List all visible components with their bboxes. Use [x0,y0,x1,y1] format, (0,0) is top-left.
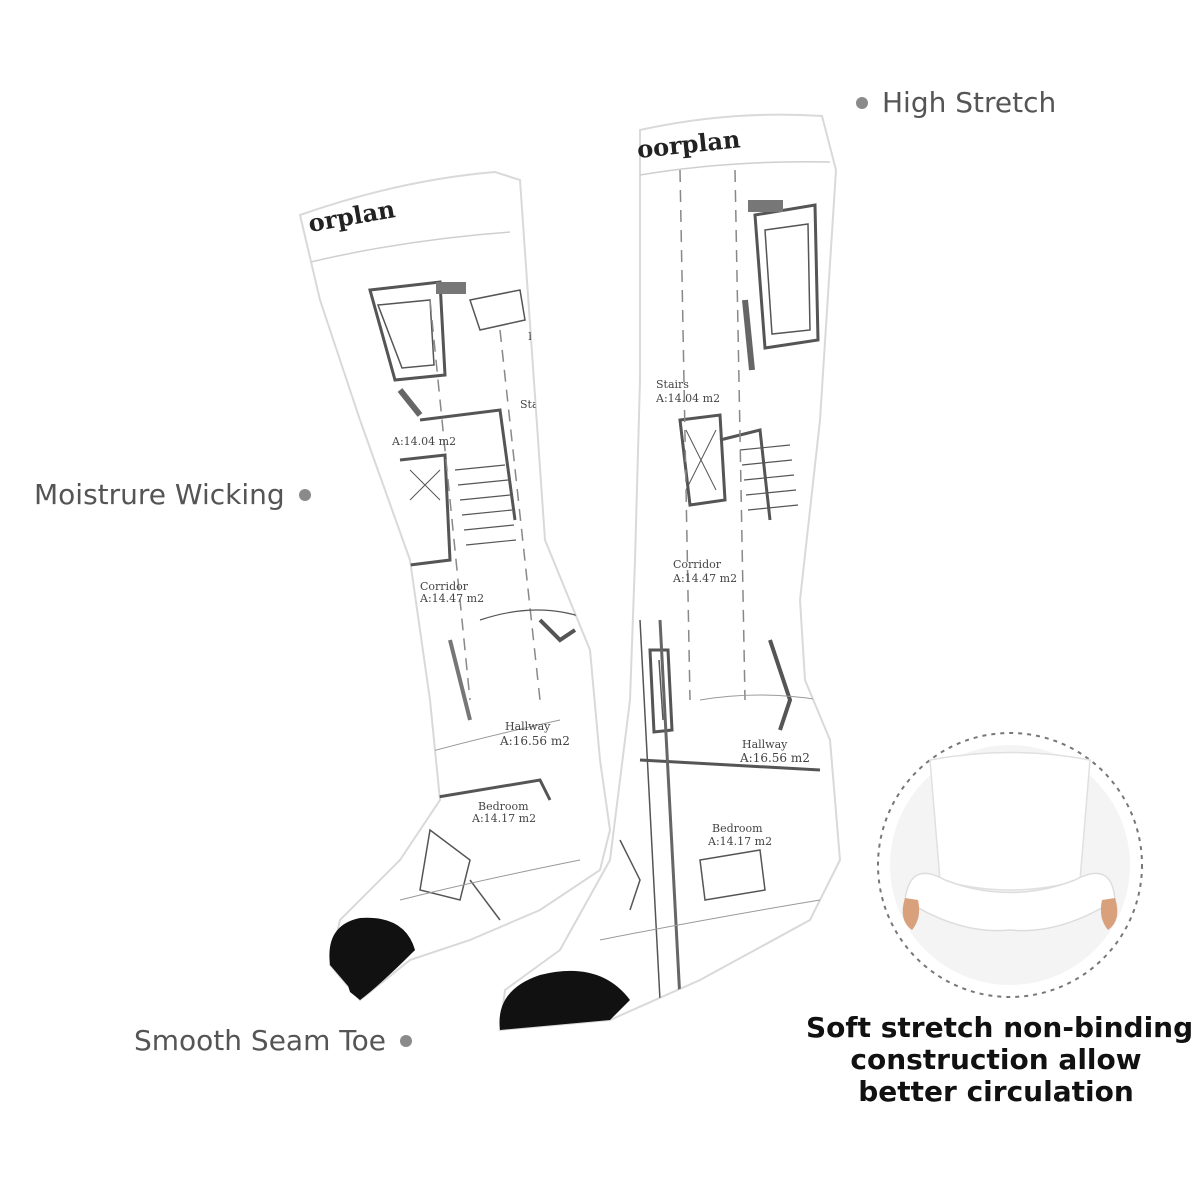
callout-line: construction allow [850,1043,1142,1076]
right-floorplan-print [599,161,831,1001]
left-room-label-bedroom: Bedroom [478,800,529,813]
feature-label: High Stretch [882,86,1057,119]
right-sock: oorplan Stairs A:14.04 m2 Corridor A:14.… [498,113,842,1032]
right-room-area-corridor: A:14.47 m2 [672,572,737,585]
left-room-area-hallway: A:16.56 m2 [499,734,570,748]
left-sock: orplan Bedroom Stairs A:14.04 m2 Corrido… [298,170,612,1002]
right-room-area-bedroom: A:14.17 m2 [707,835,772,848]
callout-line: Soft stretch non-binding [806,1011,1194,1044]
stretch-callout: Soft stretch non-binding construction al… [806,1011,1194,1108]
feature-high-stretch: High Stretch [856,86,1056,119]
left-finger-icon [902,898,920,930]
left-room-label: Bedroom [528,330,579,343]
right-room-area-stairs: A:14.04 m2 [655,392,720,405]
right-sock-toe [499,970,630,1030]
left-room-label-corridor: Corridor [420,580,469,593]
feature-label: Smooth Seam Toe [134,1024,386,1057]
right-finger-icon [1100,898,1118,930]
feature-smooth-seam-toe: Smooth Seam Toe [134,1024,412,1057]
stretch-detail-inset [877,732,1143,998]
right-room-label-stairs: Stairs [656,378,689,391]
right-room-label-bedroom: Bedroom [712,822,763,835]
left-room-area-bedroom: A:14.17 m2 [471,812,536,825]
feature-moisture-wicking: Moistrure Wicking [34,478,311,511]
left-room-area-corridor: A:14.47 m2 [419,592,484,605]
left-room-area: A:14.04 m2 [391,435,456,448]
feature-label: Moistrure Wicking [34,478,285,511]
right-room-label-corridor: Corridor [673,558,722,571]
callout-line: better circulation [858,1075,1134,1108]
right-room-label-hallway: Hallway [742,738,788,751]
left-room-label-hallway: Hallway [505,720,551,733]
bullet-icon [298,488,311,501]
right-room-area-hallway: A:16.56 m2 [739,751,810,765]
bullet-icon [399,1034,412,1047]
bullet-icon [856,96,868,109]
